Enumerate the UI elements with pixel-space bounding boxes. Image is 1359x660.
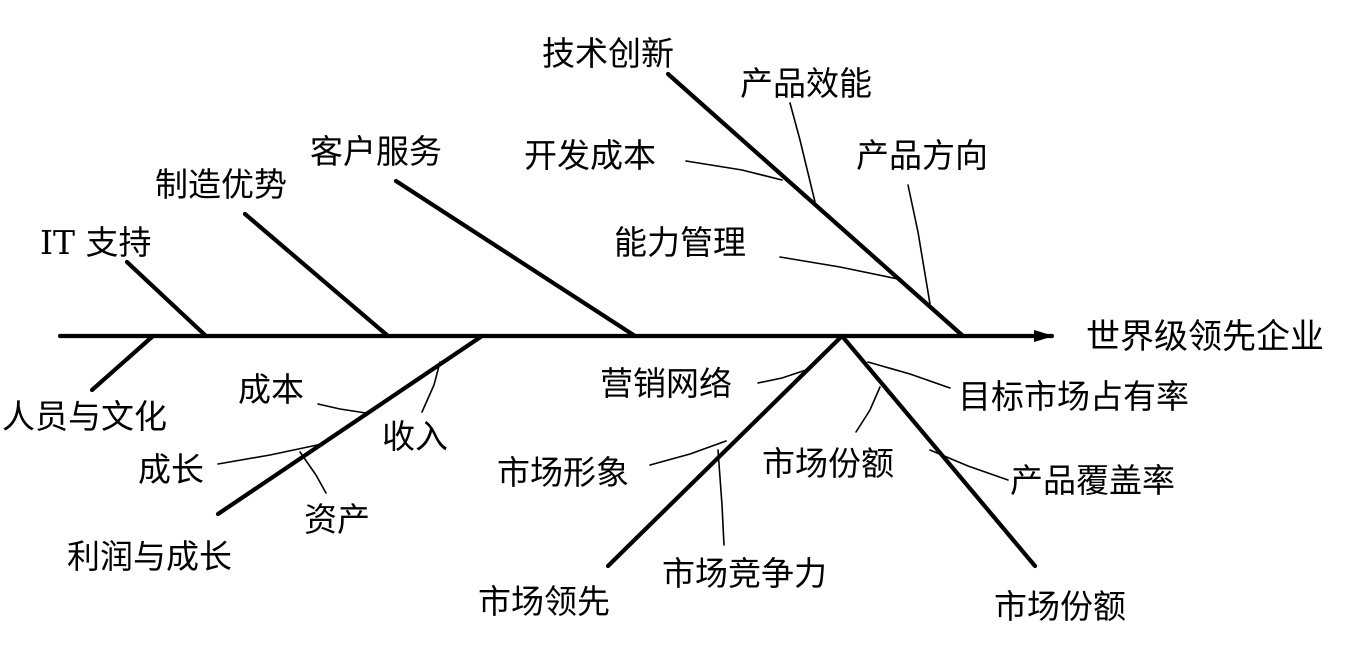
bone-customer-service (393, 178, 638, 339)
bone-tech-innovation (665, 71, 966, 339)
bone-manufacturing-advantage (242, 211, 391, 339)
bone-people-culture (89, 333, 156, 393)
bone-it-support (124, 259, 209, 339)
label-market-competitiveness: 市场竞争力 (662, 554, 827, 593)
leader-capability-mgmt (779, 256, 899, 280)
label-cost: 成本 (238, 370, 304, 409)
leader-assets (299, 451, 327, 494)
bone-profit-growth (215, 333, 485, 517)
label-profit-growth: 利润与成长 (67, 537, 232, 576)
label-market-share-sub: 市场份额 (762, 444, 894, 483)
leader-cost (317, 403, 367, 414)
leader-product-coverage (929, 449, 1009, 481)
leader-product-efficiency (789, 102, 816, 203)
leader-market-share-sub (855, 386, 881, 433)
label-tech-innovation: 技术创新 (542, 34, 674, 73)
leader-market-image (649, 440, 727, 466)
label-market-image: 市场形象 (497, 453, 629, 492)
label-capability-mgmt: 能力管理 (614, 223, 746, 262)
leader-revenue (421, 361, 441, 413)
label-manufacturing-advantage: 制造优势 (155, 165, 287, 204)
label-assets: 资产 (304, 500, 370, 539)
label-growth: 成长 (138, 450, 204, 489)
effect-label: 世界级领先企业 (1086, 317, 1324, 357)
label-customer-service: 客户服务 (310, 132, 442, 171)
label-development-cost: 开发成本 (524, 136, 656, 175)
leader-target-market-share (867, 361, 951, 389)
label-marketing-network: 营销网络 (600, 364, 732, 403)
label-market-share: 市场份额 (994, 587, 1126, 626)
label-target-market-share: 目标市场占有率 (958, 377, 1189, 416)
bone-market-share (839, 333, 1038, 569)
label-product-efficiency: 产品效能 (740, 64, 872, 103)
label-it-support: IT 支持 (40, 223, 152, 262)
leader-development-cost (685, 160, 783, 181)
bone-market-leader (605, 333, 845, 569)
label-market-leader: 市场领先 (478, 582, 610, 621)
label-product-coverage: 产品覆盖率 (1010, 461, 1175, 500)
label-revenue: 收入 (382, 417, 448, 456)
leader-market-competitiveness (717, 449, 725, 546)
leader-marketing-network (757, 369, 807, 384)
label-people-culture: 人员与文化 (2, 397, 167, 436)
leader-growth (217, 443, 323, 465)
leader-product-direction (907, 184, 931, 305)
label-product-direction: 产品方向 (856, 136, 988, 175)
